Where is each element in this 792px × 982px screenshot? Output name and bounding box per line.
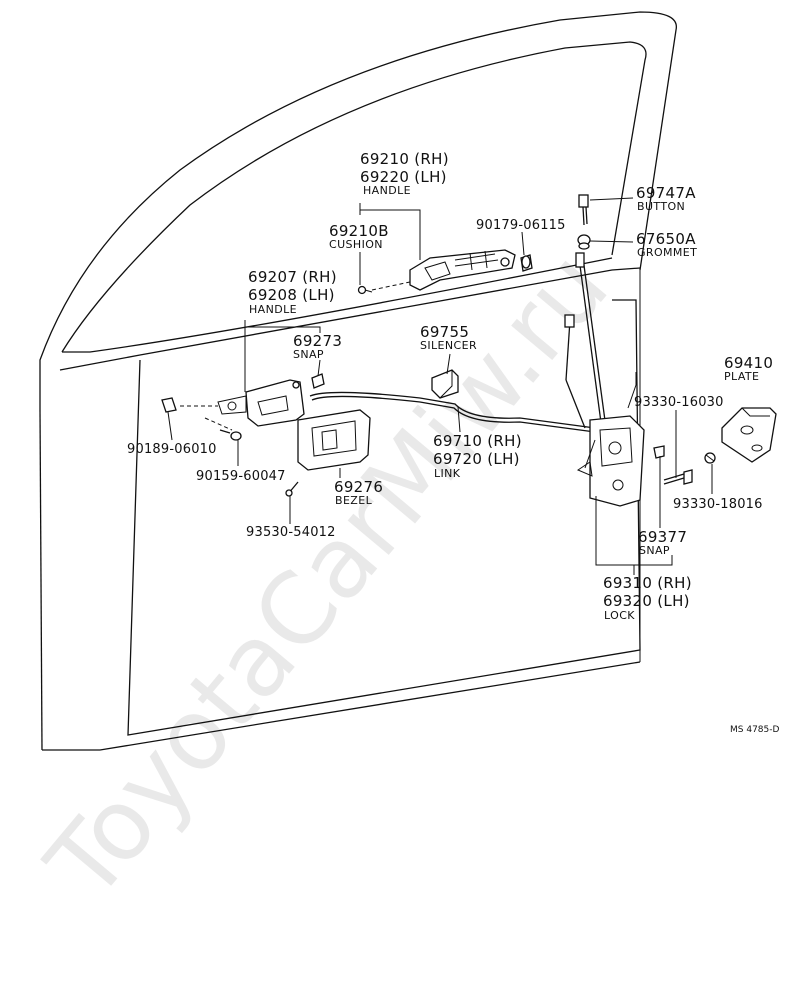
label-button-name: BUTTON bbox=[637, 200, 685, 213]
link-rod bbox=[309, 391, 596, 433]
label-screw-93330-16030: 93330-16030 bbox=[634, 395, 724, 410]
label-lock-name: LOCK bbox=[604, 609, 635, 622]
leader-lines bbox=[167, 197, 713, 575]
label-handle-outer-lh: 69220 (LH) bbox=[360, 168, 447, 186]
label-lock-rh: 69310 (RH) bbox=[603, 574, 692, 592]
label-grommet-pn: 67650A bbox=[636, 230, 696, 248]
bezel bbox=[297, 409, 371, 471]
label-snap-69273-pn: 69273 bbox=[293, 332, 342, 350]
label-handle-inner-lh: 69208 (LH) bbox=[248, 286, 335, 304]
label-handle-inner-rh: 69207 (RH) bbox=[248, 268, 337, 286]
label-nut-90189: 90189-06010 bbox=[127, 442, 217, 457]
silencer bbox=[431, 369, 459, 399]
label-handle-outer-name: HANDLE bbox=[363, 184, 411, 197]
inside-handle bbox=[180, 379, 305, 431]
label-bezel-name: BEZEL bbox=[335, 494, 373, 507]
label-button-pn: 69747A bbox=[636, 184, 696, 202]
outside-handle bbox=[371, 249, 516, 291]
label-silencer-pn: 69755 bbox=[420, 323, 469, 341]
label-handle-inner-name: HANDLE bbox=[249, 303, 297, 316]
door-lock bbox=[576, 415, 645, 507]
label-handle-outer-rh: 69210 (RH) bbox=[360, 150, 449, 168]
drawing-code: MS 4785-D bbox=[730, 725, 779, 735]
screw-93330-18016 bbox=[704, 452, 716, 464]
striker-plate bbox=[721, 407, 777, 463]
door-frame bbox=[39, 11, 677, 751]
label-silencer-name: SILENCER bbox=[420, 339, 477, 352]
lock-button bbox=[578, 194, 589, 226]
lock-rod bbox=[564, 252, 607, 431]
cushion-screw bbox=[357, 285, 373, 295]
grommet bbox=[577, 234, 591, 250]
label-link-lh: 69720 (LH) bbox=[433, 450, 520, 468]
label-link-name: LINK bbox=[434, 467, 461, 480]
label-grommet-name: GROMMET bbox=[637, 246, 697, 259]
screw-93530-54012 bbox=[285, 481, 299, 497]
label-plate-pn: 69410 bbox=[724, 354, 773, 372]
label-lock-lh: 69320 (LH) bbox=[603, 592, 690, 610]
label-snap-69273-name: SNAP bbox=[293, 348, 324, 361]
nut-90189-06010 bbox=[161, 397, 177, 413]
label-cushion-name: CUSHION bbox=[329, 238, 383, 251]
label-plate-name: PLATE bbox=[724, 370, 759, 383]
callouts: 69210 (RH) 69220 (LH) HANDLE 69210B CUSH… bbox=[127, 150, 779, 735]
snap-69377 bbox=[653, 445, 665, 459]
label-snap-69377-name: SNAP bbox=[639, 544, 670, 557]
label-screw-93530: 93530-54012 bbox=[246, 525, 336, 540]
label-bezel-pn: 69276 bbox=[334, 478, 383, 496]
label-snap-69377-pn: 69377 bbox=[638, 528, 687, 546]
label-screw-90159: 90159-60047 bbox=[196, 469, 286, 484]
label-cushion-pn: 69210B bbox=[329, 222, 389, 240]
nut-90179-06115 bbox=[520, 254, 533, 272]
label-bolt-90179: 90179-06115 bbox=[476, 218, 566, 233]
screw-90159-60047 bbox=[219, 429, 242, 441]
label-link-rh: 69710 (RH) bbox=[433, 432, 522, 450]
snap-69273 bbox=[311, 373, 325, 389]
label-screw-93330-18016: 93330-18016 bbox=[673, 497, 763, 512]
screw-93330-16030 bbox=[663, 469, 693, 485]
